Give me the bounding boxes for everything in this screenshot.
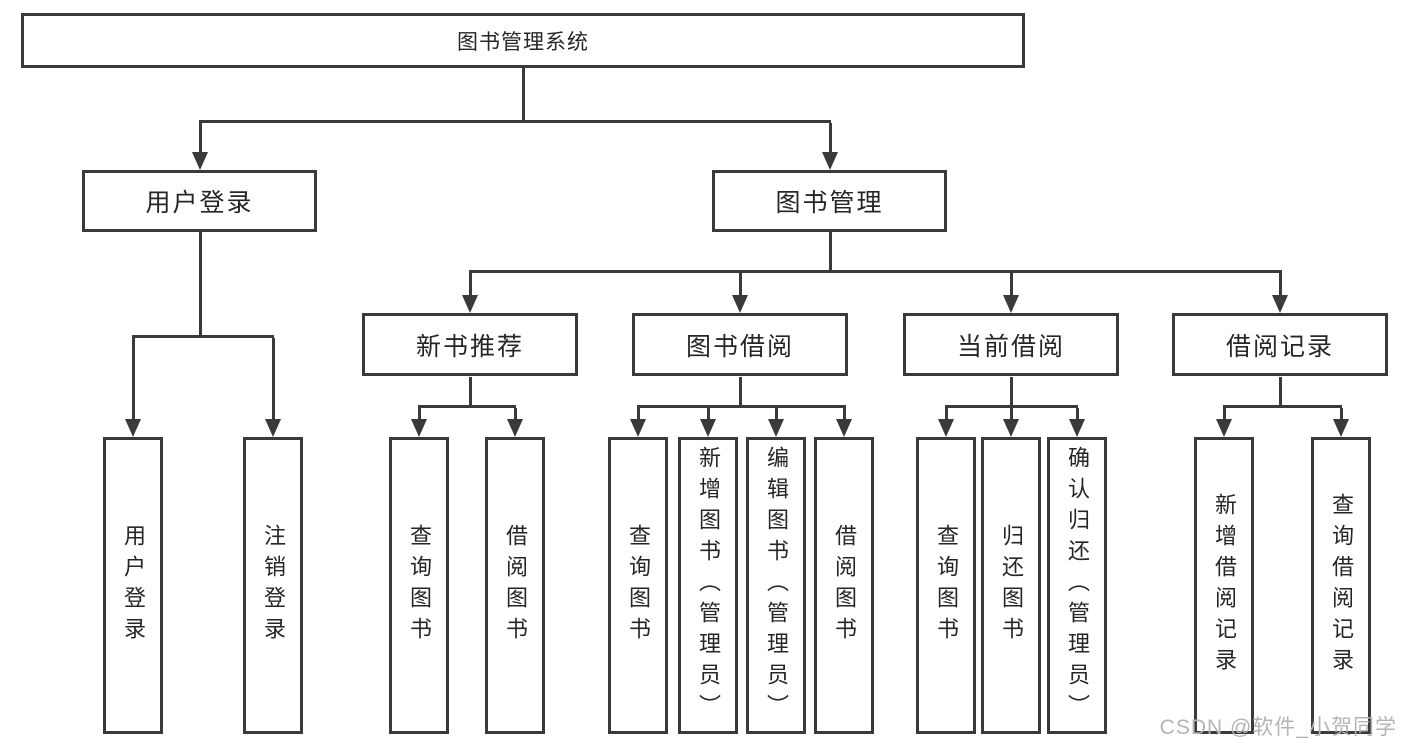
arrowhead-down-icon bbox=[732, 295, 748, 313]
connector-drop-leaf bbox=[132, 338, 135, 419]
arrowhead-down-icon bbox=[1272, 295, 1288, 313]
connector-bus-new-book bbox=[418, 405, 516, 408]
node-book-management: 图书管理 bbox=[712, 170, 947, 232]
connector-bus-current-borrow bbox=[945, 405, 1078, 408]
leaf-query-books-borrow: 查询图书 bbox=[608, 437, 668, 734]
connector-drop-leaf bbox=[637, 408, 640, 419]
leaf-query-books-recommend: 查询图书 bbox=[389, 437, 449, 734]
arrowhead-down-icon bbox=[1333, 419, 1349, 437]
connector-drop-leaf bbox=[775, 408, 778, 419]
arrowhead-down-icon bbox=[265, 419, 281, 437]
node-borrow-records-label: 借阅记录 bbox=[1225, 332, 1334, 361]
arrowhead-down-icon bbox=[836, 419, 852, 437]
connector-stub-book-borrow bbox=[739, 377, 742, 408]
connector-stub-borrow-records bbox=[1279, 377, 1282, 408]
node-current-borrow: 当前借阅 bbox=[903, 313, 1119, 376]
connector-bus-borrow-records bbox=[1223, 405, 1342, 408]
leaf-label: 用户登录 bbox=[121, 523, 146, 648]
node-borrow-records: 借阅记录 bbox=[1172, 313, 1388, 376]
arrowhead-down-icon bbox=[630, 419, 646, 437]
arrowhead-down-icon bbox=[1003, 295, 1019, 313]
leaf-label: 确认归还（管理员） bbox=[1065, 446, 1090, 725]
connector-drop-leaf bbox=[1340, 408, 1343, 419]
arrowhead-down-icon bbox=[768, 419, 784, 437]
leaf-edit-book-admin: 编辑图书（管理员） bbox=[746, 437, 806, 734]
connector-bus-root bbox=[199, 120, 831, 123]
arrowhead-down-icon bbox=[700, 419, 716, 437]
leaf-logout: 注销登录 bbox=[243, 437, 303, 734]
node-new-book-recommend-label: 新书推荐 bbox=[415, 332, 524, 361]
connector-bus-user-login bbox=[132, 335, 274, 338]
leaf-label: 新增图书（管理员） bbox=[696, 446, 721, 725]
node-book-management-label: 图书管理 bbox=[775, 189, 884, 217]
leaf-label: 借阅图书 bbox=[503, 523, 528, 648]
leaf-add-borrow-record: 新增借阅记录 bbox=[1194, 437, 1254, 734]
leaf-return-book: 归还图书 bbox=[981, 437, 1041, 734]
arrowhead-down-icon bbox=[938, 419, 954, 437]
connector-drop-leaf bbox=[1076, 408, 1079, 419]
arrowhead-down-icon bbox=[1216, 419, 1232, 437]
leaf-label: 借阅图书 bbox=[832, 523, 857, 648]
arrowhead-down-icon bbox=[411, 419, 427, 437]
leaf-add-book-admin: 新增图书（管理员） bbox=[678, 437, 738, 734]
leaf-label: 归还图书 bbox=[999, 523, 1024, 648]
node-new-book-recommend: 新书推荐 bbox=[362, 313, 578, 376]
arrowhead-down-icon bbox=[192, 152, 208, 170]
connector-drop-user-login bbox=[199, 123, 202, 152]
leaf-user-login: 用户登录 bbox=[103, 437, 163, 734]
leaf-label: 新增借阅记录 bbox=[1212, 492, 1237, 679]
arrowhead-down-icon bbox=[1003, 419, 1019, 437]
connector-bus-book-management bbox=[469, 270, 1282, 273]
arrowhead-down-icon bbox=[822, 152, 838, 170]
leaf-confirm-return-admin: 确认归还（管理员） bbox=[1047, 437, 1107, 734]
leaf-query-books-current: 查询图书 bbox=[916, 437, 976, 734]
connector-stub-user-login bbox=[199, 232, 202, 338]
leaf-query-borrow-record: 查询借阅记录 bbox=[1311, 437, 1371, 734]
connector-drop-level3 bbox=[469, 273, 472, 295]
connector-stub-root bbox=[522, 68, 525, 123]
connector-drop-leaf bbox=[707, 408, 710, 419]
leaf-borrow-books-borrow: 借阅图书 bbox=[814, 437, 874, 734]
connector-drop-leaf bbox=[1223, 408, 1226, 419]
connector-drop-level3 bbox=[739, 273, 742, 295]
node-root-label: 图书管理系统 bbox=[457, 30, 589, 54]
leaf-label: 查询图书 bbox=[934, 523, 959, 648]
arrowhead-down-icon bbox=[462, 295, 478, 313]
connector-drop-leaf bbox=[418, 408, 421, 419]
watermark: CSDN @软件_小贺同学 bbox=[1159, 716, 1397, 739]
connector-drop-leaf bbox=[514, 408, 517, 419]
connector-stub-new-book bbox=[469, 377, 472, 408]
connector-drop-leaf bbox=[272, 338, 275, 419]
arrowhead-down-icon bbox=[507, 419, 523, 437]
connector-stub-book-management bbox=[829, 232, 832, 273]
node-book-borrow-label: 图书借阅 bbox=[685, 332, 794, 361]
leaf-label: 查询借阅记录 bbox=[1329, 492, 1354, 679]
connector-bus-book-borrow bbox=[637, 405, 846, 408]
node-book-borrow: 图书借阅 bbox=[632, 313, 848, 376]
leaf-label: 编辑图书（管理员） bbox=[764, 446, 789, 725]
connector-drop-level3 bbox=[1010, 273, 1013, 295]
leaf-label: 查询图书 bbox=[626, 523, 651, 648]
connector-stub-current-borrow bbox=[1010, 377, 1013, 408]
leaf-label: 注销登录 bbox=[261, 523, 286, 648]
connector-drop-leaf bbox=[1010, 408, 1013, 419]
node-user-login-label: 用户登录 bbox=[145, 189, 254, 217]
leaf-borrow-books-recommend: 借阅图书 bbox=[485, 437, 545, 734]
connector-drop-book-management bbox=[829, 123, 832, 152]
leaf-label: 查询图书 bbox=[407, 523, 432, 648]
node-root: 图书管理系统 bbox=[21, 13, 1025, 68]
node-user-login: 用户登录 bbox=[82, 170, 317, 232]
connector-drop-leaf bbox=[843, 408, 846, 419]
node-current-borrow-label: 当前借阅 bbox=[956, 332, 1065, 361]
arrowhead-down-icon bbox=[1069, 419, 1085, 437]
connector-drop-level3 bbox=[1279, 273, 1282, 295]
connector-drop-leaf bbox=[945, 408, 948, 419]
arrowhead-down-icon bbox=[125, 419, 141, 437]
